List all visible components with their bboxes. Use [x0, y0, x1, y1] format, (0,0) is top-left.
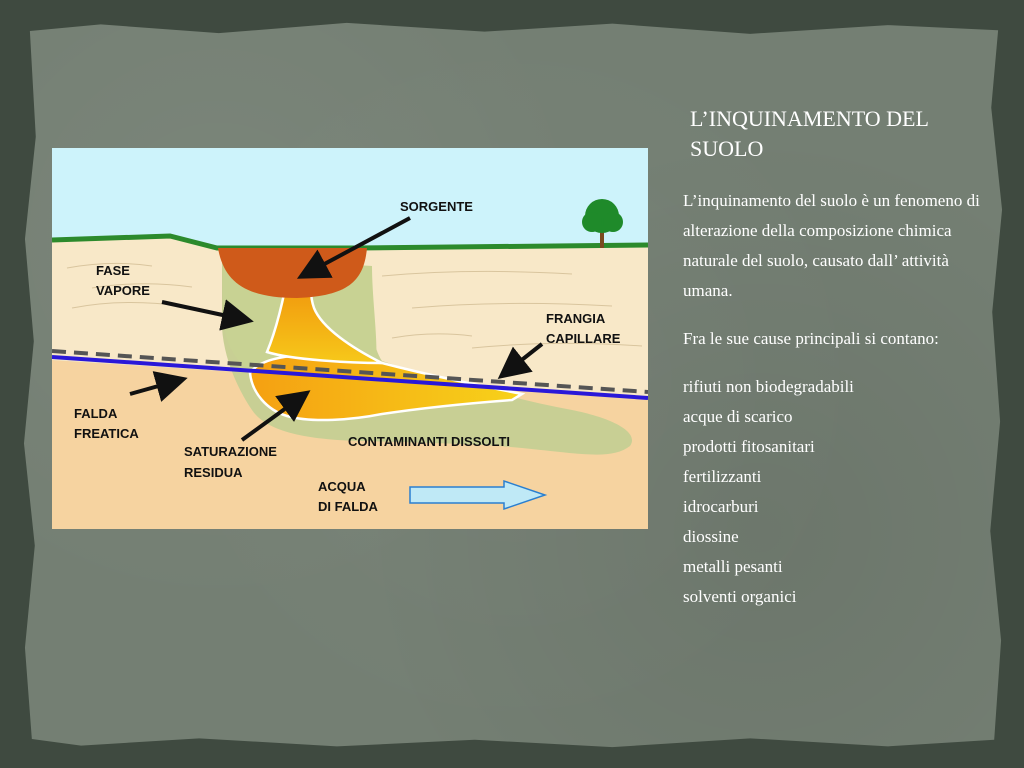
groundwater-arrow-icon: [409, 479, 548, 511]
cause-item: prodotti fitosanitari: [683, 437, 815, 456]
diagram-pointers: [129, 216, 544, 442]
causes-list: rifiuti non biodegradabili acque di scar…: [683, 372, 983, 612]
title-line-2: SUOLO: [690, 136, 764, 161]
water-table-line: [52, 355, 648, 400]
diagram-grass-line: [52, 233, 648, 251]
slide-title: L’INQUINAMENTO DEL SUOLO: [690, 104, 990, 164]
cause-item: fertilizzanti: [683, 467, 762, 486]
label-frangia: FRANGIA: [546, 311, 606, 326]
label-contaminanti: CONTAMINANTI DISSOLTI: [348, 434, 510, 449]
label-freatica: FREATICA: [74, 426, 139, 441]
cause-item: idrocarburi: [683, 497, 759, 516]
label-residua: RESIDUA: [184, 465, 243, 480]
arrow-falda: [129, 371, 188, 402]
intro-paragraph: L’inquinamento del suolo è un fenomeno d…: [683, 191, 980, 300]
label-fase: FASE: [96, 263, 130, 278]
arrow-fase-vapore: [161, 299, 254, 331]
label-vapore: VAPORE: [96, 283, 150, 298]
label-falda: FALDA: [74, 406, 118, 421]
arrow-saturazione: [240, 390, 311, 442]
label-capillare: CAPILLARE: [546, 331, 621, 346]
label-saturazione: SATURAZIONE: [184, 444, 277, 459]
cause-item: rifiuti non biodegradabili: [683, 377, 854, 396]
label-di-falda: DI FALDA: [318, 499, 379, 514]
title-line-1: L’INQUINAMENTO DEL: [690, 106, 929, 131]
arrow-sorgente: [296, 216, 411, 279]
capillary-fringe-line: [52, 349, 648, 394]
cause-item: metalli pesanti: [683, 557, 783, 576]
soil-texture-lines: [66, 262, 643, 349]
label-acqua: ACQUA: [318, 479, 366, 494]
cause-item: acque di scarico: [683, 407, 793, 426]
tree-icon: [582, 199, 623, 248]
arrow-frangia: [497, 342, 544, 379]
soil-contamination-diagram: SORGENTE FASE VAPORE FRANGIA CAPILLARE F…: [52, 148, 648, 529]
cause-item: solventi organici: [683, 587, 797, 606]
cause-item: diossine: [683, 527, 739, 546]
slide-body: L’inquinamento del suolo è un fenomeno d…: [683, 186, 983, 612]
causes-intro: Fra le sue cause principali si contano:: [683, 329, 939, 348]
label-sorgente: SORGENTE: [400, 199, 473, 214]
